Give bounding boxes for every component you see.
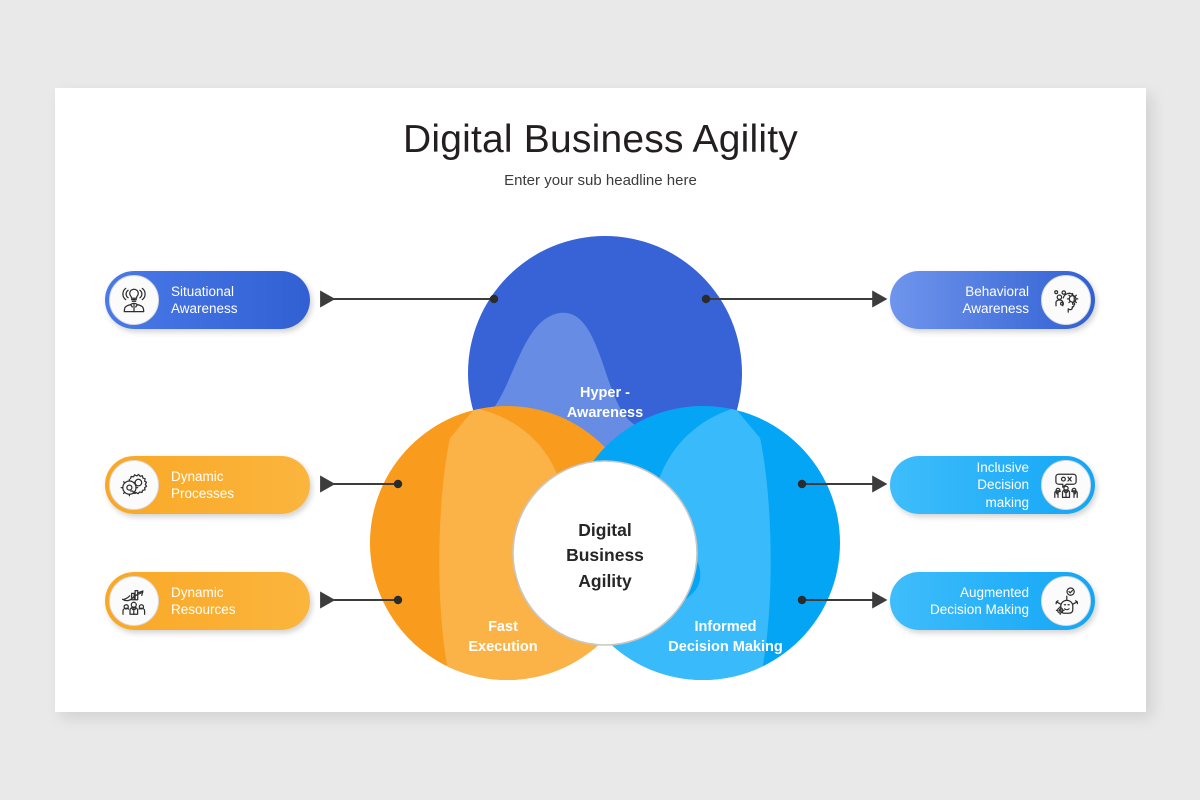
pill-label: Inclusive Decision making bbox=[890, 459, 1041, 511]
venn-diagram: Hyper - Awareness Fast Execution Informe… bbox=[355, 208, 855, 688]
pill-dynamic-processes[interactable]: Dynamic Processes bbox=[105, 456, 310, 514]
pill-situational-awareness[interactable]: Situational Awareness bbox=[105, 271, 310, 329]
pill-label-line: Augmented bbox=[959, 584, 1029, 600]
person-lightbulb-signal-icon bbox=[109, 275, 159, 325]
pill-label-line: Dynamic bbox=[171, 468, 224, 484]
page-subtitle: Enter your sub headline here bbox=[504, 172, 697, 189]
pill-dynamic-resources[interactable]: Dynamic Resources bbox=[105, 572, 310, 630]
robot-check-icon bbox=[1041, 576, 1091, 626]
pill-label-line: Decision Making bbox=[929, 602, 1029, 617]
pill-label-line: Decision bbox=[977, 477, 1029, 493]
pill-inclusive-decision-making[interactable]: Inclusive Decision making bbox=[890, 456, 1095, 514]
pill-label-line: making bbox=[985, 494, 1029, 510]
head-gear-idea-icon bbox=[1041, 275, 1091, 325]
pill-label: Dynamic Processes bbox=[159, 468, 310, 503]
pill-label: Behavioral Awareness bbox=[890, 283, 1041, 318]
pill-label: Augmented Decision Making bbox=[890, 584, 1041, 619]
people-speech-bubble-icon bbox=[1041, 460, 1091, 510]
venn-center-circle bbox=[512, 460, 698, 646]
pill-label: Situational Awareness bbox=[159, 283, 310, 318]
pill-behavioral-awareness[interactable]: Behavioral Awareness bbox=[890, 271, 1095, 329]
pill-label-line: Awareness bbox=[171, 301, 238, 316]
gears-icon bbox=[109, 460, 159, 510]
pill-label-line: Situational bbox=[171, 283, 235, 299]
pill-augmented-decision-making[interactable]: Augmented Decision Making bbox=[890, 572, 1095, 630]
pill-label-line: Behavioral bbox=[965, 283, 1029, 299]
team-growth-chart-icon bbox=[109, 576, 159, 626]
pill-label-line: Inclusive bbox=[976, 460, 1029, 476]
page-title: Digital Business Agility bbox=[403, 118, 798, 161]
pill-label: Dynamic Resources bbox=[159, 584, 310, 619]
pill-label-line: Awareness bbox=[962, 301, 1029, 316]
pill-label-line: Processes bbox=[171, 486, 235, 501]
pill-label-line: Dynamic bbox=[171, 584, 224, 600]
pill-label-line: Resources bbox=[171, 602, 236, 617]
